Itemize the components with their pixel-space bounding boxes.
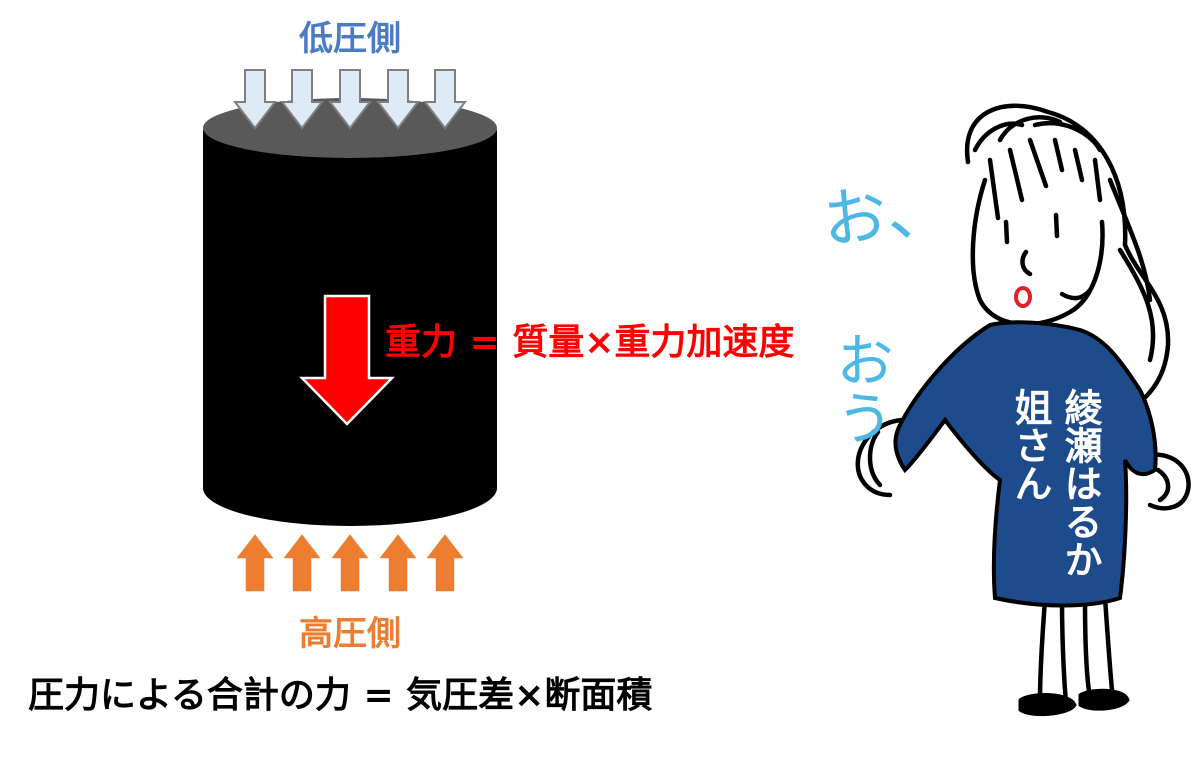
high-pressure-arrow-5 bbox=[423, 531, 467, 593]
low-pressure-arrow-1 bbox=[232, 69, 278, 130]
gravity-formula: 重力 = 質量×重力加速度 bbox=[385, 322, 794, 363]
character-left-hand bbox=[855, 417, 908, 498]
high-pressure-label: 高圧側 bbox=[299, 614, 401, 654]
high-pressure-arrow-2 bbox=[280, 531, 324, 593]
gravity-arrow bbox=[299, 294, 395, 426]
character-mouth bbox=[1014, 286, 1032, 308]
low-pressure-arrow-5 bbox=[422, 69, 468, 130]
character-right-hand bbox=[1147, 452, 1191, 511]
low-pressure-arrow-2 bbox=[279, 69, 325, 130]
character-shoes bbox=[1018, 688, 1130, 716]
character-hair bbox=[964, 103, 1171, 418]
high-pressure-arrows bbox=[233, 531, 467, 593]
low-pressure-arrows bbox=[232, 69, 468, 130]
character-exclamation-line2: おう bbox=[826, 330, 894, 446]
high-pressure-arrow-1 bbox=[233, 531, 277, 593]
character-name-col2: 姐さん bbox=[1008, 388, 1052, 502]
character-exclamation-line1: お、 bbox=[819, 172, 954, 259]
character-nose bbox=[1020, 249, 1033, 277]
high-pressure-arrow-4 bbox=[376, 531, 420, 593]
low-pressure-label: 低圧側 bbox=[299, 19, 401, 59]
pressure-formula: 圧力による合計の力 = 気圧差×断面積 bbox=[28, 675, 652, 716]
character-smile-line bbox=[1059, 287, 1093, 301]
character-illustration bbox=[855, 103, 1191, 705]
character-name-col1: 綾瀬はるか bbox=[1058, 388, 1102, 578]
character-face bbox=[970, 177, 1105, 327]
character-eye-left bbox=[1003, 219, 1010, 245]
low-pressure-arrow-4 bbox=[375, 69, 421, 130]
high-pressure-arrow-3 bbox=[328, 531, 372, 593]
character-coat bbox=[893, 320, 1158, 608]
character-legs bbox=[1037, 595, 1115, 705]
character-eye-right bbox=[1053, 212, 1060, 239]
low-pressure-arrow-3 bbox=[327, 69, 373, 130]
